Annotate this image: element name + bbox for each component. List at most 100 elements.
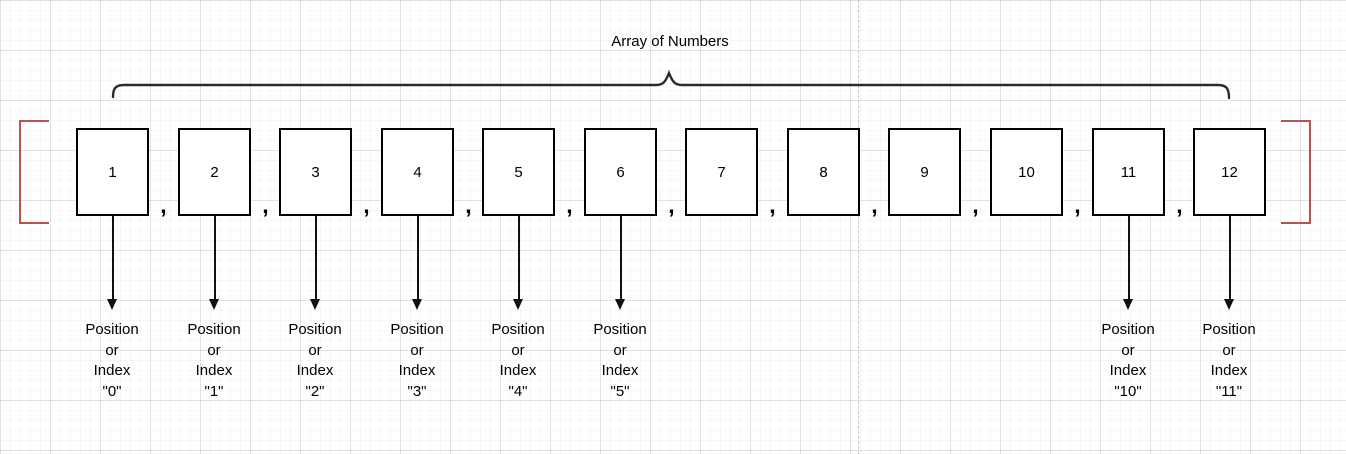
comma-separator: ,: [363, 192, 370, 218]
index-label-line: Position: [390, 321, 444, 338]
diagram-title: Array of Numbers: [611, 33, 729, 50]
array-cell: 7 ,: [685, 0, 787, 454]
index-label-line: or: [308, 341, 322, 359]
comma-separator: ,: [262, 192, 269, 218]
index-label-line: Position: [1101, 321, 1155, 338]
page-boundary-dashed-line: [858, 0, 859, 454]
index-label-line: Position: [85, 321, 139, 338]
index-label-value: "5": [610, 382, 630, 400]
down-arrow-head-icon: [209, 299, 219, 310]
array-element-value: 12: [1221, 163, 1238, 181]
array-cell: 9 ,: [888, 0, 990, 454]
array-element-box: 7: [685, 128, 758, 216]
index-label-line: or: [511, 341, 525, 359]
index-label-line: or: [1222, 341, 1236, 359]
index-label: Position or Index "4": [468, 320, 568, 402]
array-cell: 5 , Position or Index "4": [482, 0, 584, 454]
array-element-box: 12: [1193, 128, 1266, 216]
array-cell: 10 ,: [990, 0, 1092, 454]
down-arrow: [111, 216, 114, 301]
down-arrow-head-icon: [1123, 299, 1133, 310]
index-label-value: "11": [1215, 382, 1243, 400]
index-label-line: Index: [398, 362, 436, 379]
index-label-line: Index: [296, 362, 334, 379]
down-arrow: [314, 216, 317, 301]
down-arrow: [619, 216, 622, 301]
index-label-value: "10": [1114, 382, 1142, 400]
index-label-line: or: [105, 341, 119, 359]
comma-separator: ,: [1074, 192, 1081, 218]
comma-separator: ,: [668, 192, 675, 218]
down-arrow: [416, 216, 419, 301]
array-element-box: 9: [888, 128, 961, 216]
index-label-line: Position: [593, 321, 647, 338]
index-label: Position or Index "1": [164, 320, 264, 402]
array-element-value: 7: [717, 163, 726, 181]
array-element-value: 2: [210, 163, 219, 181]
array-element-box: 1: [76, 128, 149, 216]
array-element-box: 11: [1092, 128, 1165, 216]
index-label-line: or: [207, 341, 221, 359]
index-label-line: or: [410, 341, 424, 359]
index-label-value: "3": [407, 382, 427, 400]
array-element-value: 6: [616, 163, 625, 181]
down-arrow-head-icon: [615, 299, 625, 310]
index-label-line: Position: [1202, 321, 1256, 338]
down-arrow: [1127, 216, 1130, 301]
array-cell: 11 , Position or Index "10": [1092, 0, 1194, 454]
down-arrow-head-icon: [513, 299, 523, 310]
comma-separator: ,: [465, 192, 472, 218]
index-label-line: or: [1121, 341, 1135, 359]
array-element-box: 3: [279, 128, 352, 216]
index-label-line: or: [613, 341, 627, 359]
comma-separator: ,: [769, 192, 776, 218]
array-element-value: 10: [1018, 163, 1035, 181]
down-arrow-head-icon: [1224, 299, 1234, 310]
index-label-line: Position: [288, 321, 342, 338]
index-label-line: Position: [491, 321, 545, 338]
index-label-line: Index: [195, 362, 233, 379]
down-arrow: [1228, 216, 1231, 301]
index-label-line: Position: [187, 321, 241, 338]
array-element-box: 5: [482, 128, 555, 216]
index-label-value: "1": [204, 382, 224, 400]
index-label-value: "2": [305, 382, 325, 400]
down-arrow-head-icon: [107, 299, 117, 310]
array-element-box: 2: [178, 128, 251, 216]
close-bracket: [1281, 120, 1311, 224]
array-cell: 6 , Position or Index "5": [584, 0, 686, 454]
array-element-value: 4: [413, 163, 422, 181]
array-cell: 2 , Position or Index "1": [178, 0, 280, 454]
down-arrow-head-icon: [310, 299, 320, 310]
index-label-line: Index: [601, 362, 639, 379]
comma-separator: ,: [972, 192, 979, 218]
index-label-line: Index: [93, 362, 131, 379]
index-label-value: "4": [508, 382, 528, 400]
comma-separator: ,: [871, 192, 878, 218]
index-label: Position or Index "2": [265, 320, 365, 402]
comma-separator: ,: [1176, 192, 1183, 218]
down-arrow: [213, 216, 216, 301]
array-cell: 4 , Position or Index "3": [381, 0, 483, 454]
index-label-value: "0": [102, 382, 122, 400]
index-label-line: Index: [1210, 362, 1248, 379]
array-element-value: 3: [311, 163, 320, 181]
array-element-value: 11: [1120, 163, 1137, 181]
array-element-box: 8: [787, 128, 860, 216]
index-label: Position or Index "0": [62, 320, 162, 402]
array-element-value: 1: [108, 163, 117, 181]
array-cell: 12 Position or Index "11": [1193, 0, 1295, 454]
down-arrow-head-icon: [412, 299, 422, 310]
array-element-box: 4: [381, 128, 454, 216]
array-element-value: 8: [819, 163, 828, 181]
index-label: Position or Index "5": [570, 320, 670, 402]
index-label: Position or Index "3": [367, 320, 467, 402]
array-element-value: 9: [920, 163, 929, 181]
array-cell: 1 , Position or Index "0": [76, 0, 178, 454]
index-label-line: Index: [1109, 362, 1147, 379]
array-cell: 3 , Position or Index "2": [279, 0, 381, 454]
comma-separator: ,: [160, 192, 167, 218]
index-label-line: Index: [499, 362, 537, 379]
comma-separator: ,: [566, 192, 573, 218]
